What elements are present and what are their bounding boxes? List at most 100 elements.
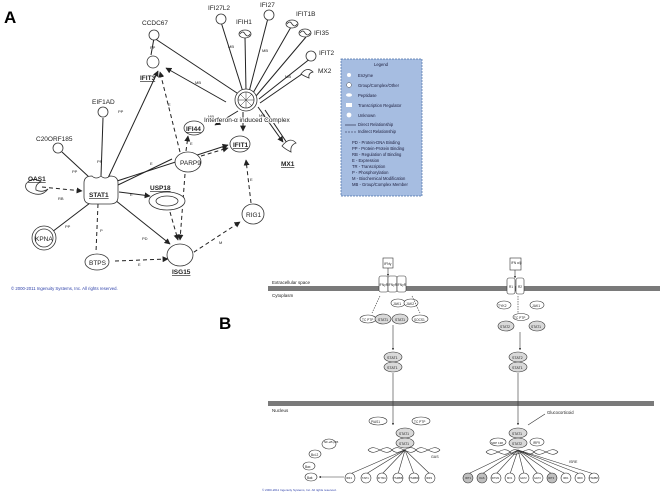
isre-labels: STAT1 STAT2 SRP 138 IRF9 Glucocorticoid … [465,410,598,480]
label-stat1: STAT1 [399,442,409,446]
label-stat2: STAT2 [512,442,522,446]
node-ifi27l2 [215,13,227,25]
label-eif1ad: EIF1AD [92,99,115,106]
label-stat1: STAT1 [387,366,398,370]
edge-label: MB [228,44,234,49]
label-ifngr: IFNγR [379,283,389,287]
node-rig1 [241,203,265,225]
gas-target-label: IRF9 [426,476,433,480]
node-ifngr-3 [396,275,407,293]
node-ifit3 [146,55,160,69]
gas-target [392,472,404,484]
label-ccdc67: CCDC67 [142,20,168,27]
node-stat1-mid [508,361,528,373]
enzyme-icon [347,73,351,77]
edge-label: PP [150,45,156,50]
gas-target-label: PSMB9 [409,476,419,480]
legend-item: Indirect Relationship [358,129,397,134]
edge-label: PP [72,169,78,174]
ifng-pathway [359,257,429,426]
node-mx1 [281,139,297,153]
node-ifi44 [183,120,205,136]
label-ifit1b: IFIT1B [296,11,316,18]
edge-label: E [138,262,141,267]
node-mx2 [300,69,314,79]
legend-abbr: MB - Group/Complex Member [352,182,408,187]
isre-target [504,472,516,484]
legend-item: Unknown [358,113,376,118]
gas-target [360,472,372,484]
label-ifi35: IFI35 [314,30,329,37]
edge-label: E [250,177,253,182]
label-interferon-complex: Interferon-α induced Complex [204,117,291,124]
gas-target [376,472,388,484]
peptidase-icon [346,93,352,97]
legend-abbr: PP - Protein-Protein Binding [352,146,405,151]
gas-target [408,472,420,484]
label-nfkb: NF-κB p65 [324,440,339,444]
node-irf9 [529,437,545,447]
label-bax: Bax [305,465,311,469]
node-stat2-top [497,320,515,332]
label-stat1: STAT1 [378,318,388,322]
isre-target [574,472,586,484]
edge-label: RB [58,196,64,201]
isre-target-label: IFIT1 [465,476,472,480]
label-ifn-ab: IFN α/β [511,261,522,265]
ifng-pathway-labels: IFNγ IFNγR IFNγR IFNγR JAK1 JAK2 TC PTP … [362,262,425,370]
node-pias1 [368,416,388,426]
node-ifit1b [285,19,299,29]
node-srp [489,437,507,447]
edge-label: E [130,192,133,197]
gas-target-label: IRF1 [346,476,353,480]
nucleus-gas [302,416,441,482]
label-ifih1: IFIH1 [236,19,252,26]
edge-label: E [168,102,171,107]
legend-abbr: P - Phosphorylation [352,170,389,175]
node-stat1-nuc-b [395,437,415,449]
panel-a-nodes [25,9,317,271]
node-ifit2 [305,50,317,62]
isre-target-label: IFIT3 [548,476,555,480]
legend-item: Peptidase [358,93,377,98]
label-ifit3: IFIT3 [140,75,156,82]
edge-label: M [219,240,222,245]
node-interferon-complex [234,88,258,112]
legend-item: Transcription Regulator [358,103,402,108]
node-stat2-isre [508,437,528,449]
isre-target [462,472,474,484]
legend-box: Legend Enzyme Group/Complex/Other Peptid… [340,58,423,197]
node-isg15 [166,243,194,267]
label-parp9: PARP9 [180,160,201,167]
unknown-icon [346,112,352,118]
legend-abbr: M - Biochemical Modification [352,176,406,181]
label-mx1: MX1 [281,161,295,168]
label-oas1: OAS1 [28,176,46,183]
legend-title: Legend [374,62,389,67]
node-nfkb [321,438,337,450]
node-ifit1 [229,135,251,153]
label-tc-ptp: TC PTP [414,420,425,424]
legend-item: Group/Complex/Other [358,83,400,88]
ifnab-pathway [496,257,546,426]
node-bak [304,472,318,482]
isre-target-label: IRF9 [577,476,583,480]
legend-abbr: TR - Transcription [352,164,386,169]
node-bax [302,461,316,471]
isre-target [560,472,572,484]
label-glucocorticoid: Glucocorticoid [547,410,574,415]
label-jak2: JAK2 [406,302,414,306]
label-bcl2: Bcl-2 [311,453,318,457]
region-extracellular: Extracellular space [272,280,311,285]
label-tc-ptp: TC PTP [514,316,525,320]
node-ccdc67 [148,29,160,41]
label-ifi44: IFI44 [186,126,201,133]
edge-label: E [150,161,153,166]
label-gas: GAS [431,455,439,459]
legend-item: Enzyme [358,73,374,78]
copyright-panel-b: © 2000-2011 Ingenuity Systems, Inc. All … [262,488,337,492]
region-nucleus: Nucleus [272,408,289,413]
isre-target-label: IFITM1 [491,476,500,480]
node-jak1-right [529,300,545,310]
label-stat1: STAT1 [531,325,541,329]
